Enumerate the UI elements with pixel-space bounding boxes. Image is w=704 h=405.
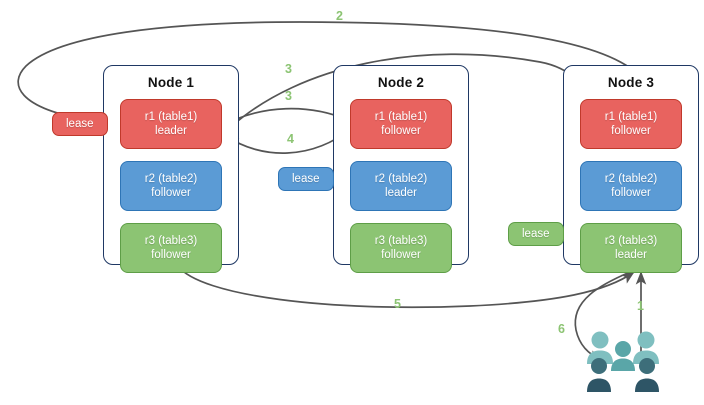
replica-name: r3 (table3) — [374, 235, 428, 247]
replica-list-3: r1 (table1) follower r2 (table2) followe… — [580, 99, 682, 285]
node-container-2[interactable]: Node 2 r1 (table1) follower r2 (table2) … — [333, 65, 469, 273]
replica-node3-r2[interactable]: r2 (table2) follower — [580, 161, 682, 211]
replica-name: r3 (table3) — [604, 235, 658, 247]
replica-role: leader — [615, 249, 647, 261]
node-title-3: Node 3 — [607, 75, 655, 90]
replica-name: r1 (table1) — [604, 111, 658, 123]
replica-node1-r3[interactable]: r3 (table3) follower — [120, 223, 222, 273]
replica-node1-r1[interactable]: r1 (table1) leader — [120, 99, 222, 149]
step-label-5: 5 — [394, 297, 401, 311]
step-label-1: 1 — [637, 299, 644, 313]
arrow-step-2 — [17, 21, 641, 124]
replica-role: follower — [151, 249, 191, 261]
step-label-4: 4 — [287, 132, 294, 146]
replica-node2-r2[interactable]: r2 (table2) leader — [350, 161, 452, 211]
replica-name: r2 (table2) — [374, 173, 428, 185]
node-container-1[interactable]: Node 1 r1 (table1) leader r2 (table2) fo… — [103, 65, 239, 273]
replica-list-2: r1 (table1) follower r2 (table2) leader … — [350, 99, 452, 285]
replica-node3-r3[interactable]: r3 (table3) leader — [580, 223, 682, 273]
replica-role: leader — [385, 187, 417, 199]
replica-name: r2 (table2) — [604, 173, 658, 185]
replica-list-1: r1 (table1) leader r2 (table2) follower … — [120, 99, 222, 285]
arrow-step-3-node1-to-node2 — [221, 107, 349, 127]
lease-badge-table2[interactable]: lease — [278, 167, 334, 191]
replica-role: follower — [381, 125, 421, 137]
replica-name: r3 (table3) — [144, 235, 198, 247]
replica-role: leader — [155, 125, 187, 137]
replica-node2-r3[interactable]: r3 (table3) follower — [350, 223, 452, 273]
replica-role: follower — [151, 187, 191, 199]
users-group-icon — [587, 331, 659, 392]
node-container-3[interactable]: Node 3 r1 (table1) follower r2 (table2) … — [563, 65, 699, 273]
replica-name: r1 (table1) — [144, 111, 198, 123]
step-label-6: 6 — [558, 322, 565, 336]
lease-badge-table1[interactable]: lease — [52, 112, 108, 136]
replica-node2-r1[interactable]: r1 (table1) follower — [350, 99, 452, 149]
replica-name: r2 (table2) — [144, 173, 198, 185]
replica-node3-r1[interactable]: r1 (table1) follower — [580, 99, 682, 149]
replica-role: follower — [381, 249, 421, 261]
step-label-3a: 3 — [285, 62, 292, 76]
replica-role: follower — [611, 125, 651, 137]
lease-badge-table3[interactable]: lease — [508, 222, 564, 246]
replica-node1-r2[interactable]: r2 (table2) follower — [120, 161, 222, 211]
node-title-2: Node 2 — [377, 75, 425, 90]
replica-role: follower — [611, 187, 651, 199]
node-title-1: Node 1 — [147, 75, 195, 90]
step-label-3b: 3 — [285, 89, 292, 103]
step-label-2: 2 — [336, 9, 343, 23]
replica-name: r1 (table1) — [374, 111, 428, 123]
